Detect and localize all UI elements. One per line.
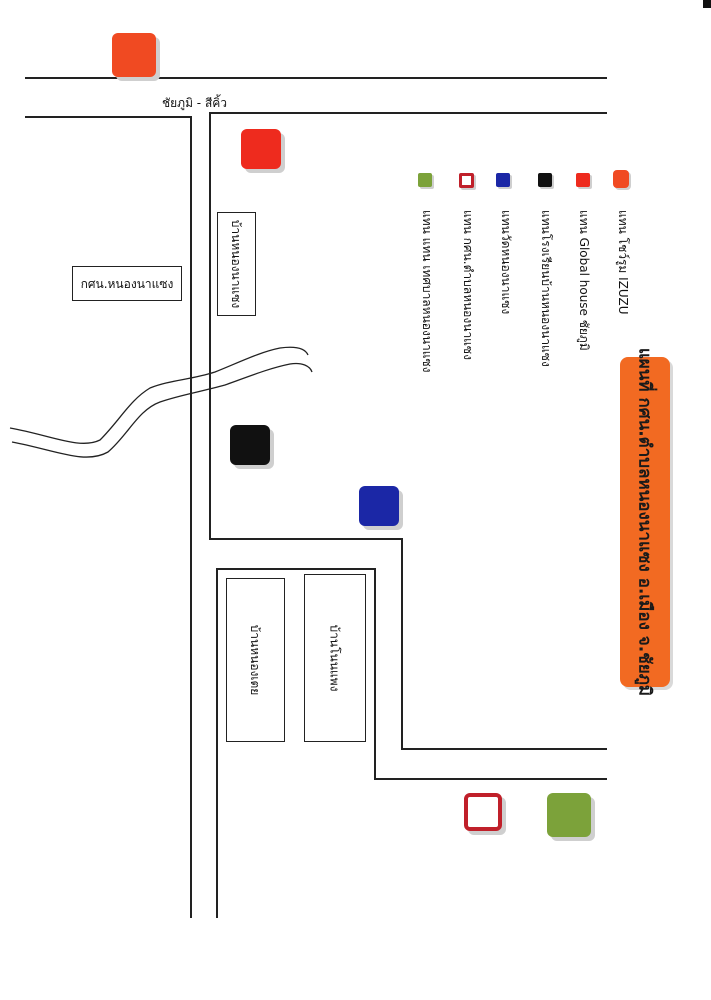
legend-office-swatch	[418, 173, 432, 187]
page-corner-mark	[703, 0, 711, 8]
legend-kashn-swatch	[459, 173, 474, 188]
legend-temple-swatch	[496, 173, 510, 187]
side-road-right-edge-upper	[209, 112, 211, 538]
legend-global-house-swatch	[576, 173, 590, 187]
legend-isuzu-label: แทน โชว์รูม IZUZU	[616, 210, 630, 315]
map-title: แผนที่ กศน.ตำบลหนองนาแซง อ.เมือง จ.ชัยภู…	[634, 347, 655, 697]
branch-road-end-outer	[401, 748, 607, 750]
side-road-left-edge	[190, 116, 192, 918]
ban-nong-na-saeng-label: บ้านหนองนาแซง	[229, 219, 243, 309]
ban-wang-toey-label: บ้านหนองเตย	[248, 624, 262, 696]
isuzu-marker	[112, 33, 156, 77]
main-road-top-edge	[25, 77, 607, 79]
ban-nong-phai-label: บ้านโนนแพง	[327, 624, 342, 692]
title-banner: แผนที่ กศน.ตำบลหนองนาแซง อ.เมือง จ.ชัยภู…	[620, 348, 670, 696]
legend-kashn-label: แทน กศน.ตำบลหนองนาแซง	[461, 210, 475, 360]
ban-nong-phai-box: บ้านโนนแพง	[304, 574, 366, 742]
kashn-nong-na-saeng-label: กศน.หนองนาแซง	[80, 277, 174, 291]
kashn-marker	[464, 793, 502, 831]
ban-nong-na-saeng-box: บ้านหนองนาแซง	[217, 212, 256, 316]
branch-road-inner-edge	[374, 568, 376, 778]
branch-road-bottom-edge	[216, 568, 374, 570]
legend-school-label: แทนโรงเรียนบ้านหนองนาแซง	[539, 210, 553, 367]
legend-isuzu-swatch	[613, 170, 629, 188]
main-road-label: ชัยภูมิ - สีคิ้ว	[162, 96, 228, 110]
global-house-marker	[241, 129, 281, 169]
main-road-bottom-edge-right	[209, 112, 607, 114]
ban-wang-toey-box: บ้านหนองเตย	[226, 578, 285, 742]
main-road-bottom-edge-left	[25, 116, 191, 118]
branch-road-end-inner	[374, 778, 607, 780]
branch-road-outer-edge	[401, 538, 403, 748]
legend-temple-label: แทนวัดหนองนาแซง	[499, 210, 513, 315]
canal	[9, 346, 313, 458]
branch-road-top-edge	[209, 538, 402, 540]
legend-school-swatch	[538, 173, 552, 187]
office-marker	[547, 793, 591, 837]
legend-global-house-label: แทน Global house ชัยภูมิ	[577, 210, 591, 351]
side-road-right-edge-lower	[216, 568, 218, 918]
temple-marker	[359, 486, 399, 526]
kashn-nong-na-saeng-box: กศน.หนองนาแซง	[72, 266, 182, 301]
legend-office-label: แทน แทน เทศบาลหนองนาแซง	[420, 210, 434, 373]
school-marker	[230, 425, 270, 465]
